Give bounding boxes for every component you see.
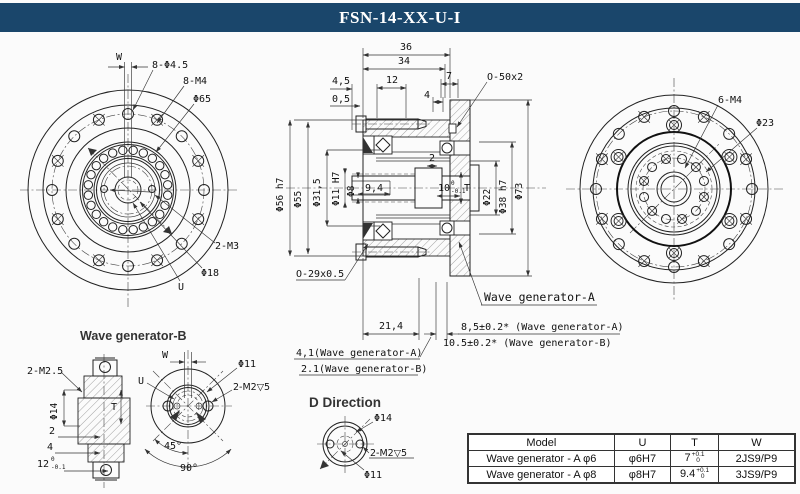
page-title: FSN-14-XX-U-I	[339, 7, 461, 27]
dim-front-2-m3: 2-M3	[215, 241, 239, 252]
dim-phi8: Φ8	[346, 185, 357, 197]
dim-wgb-u: U	[138, 376, 144, 387]
rear-view: 6-M4 Φ23	[566, 78, 784, 302]
cell-model-0: Wave generator - A φ6	[467, 450, 615, 467]
dim-wgb-phi14: Φ14	[49, 403, 60, 420]
dim-phi56h7: Φ56 h7	[275, 178, 286, 212]
dim-wgb-t: T	[111, 402, 117, 413]
dim-4: 4	[424, 90, 430, 101]
title-bar: FSN-14-XX-U-I	[0, 3, 800, 32]
section-view: 36 34 4,5 0,5 12 7 4 O-50x2 Φ56 h7 Φ55	[275, 42, 624, 376]
cell-model-1: Wave generator - A φ8	[467, 466, 615, 484]
d-direction-view: D Direction Φ14 2-M2▽5 Φ11	[309, 395, 414, 481]
label-wave-generator-a: Wave generator-A	[484, 290, 595, 304]
wgb-side-view: 2-M2.5 Φ14 T 2 4 12 0 -0.1	[27, 354, 131, 488]
dim-phi38h7: Φ38 h7	[498, 180, 509, 214]
rear-screws	[610, 117, 738, 261]
d-view-title: D Direction	[309, 395, 381, 410]
cell-u-1: φ8H7	[613, 466, 672, 484]
dim-phi22: Φ22	[482, 189, 493, 206]
dim-phi31-5: Φ31,5	[312, 178, 323, 207]
dim-front-8-phi45: 8-Φ4.5	[152, 60, 188, 71]
dim-d-phi14: Φ14	[374, 413, 392, 424]
dim-oring-29x05: O-29x0.5	[296, 269, 344, 280]
t-value-0: 7	[684, 452, 691, 465]
dim-phi11h7: Φ11 H7	[331, 172, 342, 206]
cell-u-0: φ6H7	[613, 450, 672, 467]
t-sup-0: +0.1	[691, 450, 705, 458]
col-header-u: U	[613, 433, 672, 451]
dim-wgb-2-m2-depth5: 2-M2▽5	[233, 382, 270, 393]
t-sup-1: +0.1	[696, 466, 710, 474]
dim-t: T	[464, 183, 470, 194]
dim-12: 12	[386, 75, 398, 86]
rear-inner-holes	[639, 154, 709, 224]
dim-4-5: 4,5	[332, 76, 350, 87]
dim-wgb-4: 4	[47, 442, 53, 453]
dim-front-u: U	[178, 282, 184, 293]
dim-wgb-2: 2	[49, 426, 55, 437]
dim-wgb-12-sub: -0.1	[51, 464, 66, 471]
dim-rear-6-m4: 6-M4	[718, 95, 742, 106]
spec-table: Model U T W Wave generator - A φ6 φ6H7 7…	[467, 433, 796, 484]
dim-9-4: 9,4	[365, 183, 383, 194]
spec-table-header-row: Model U T W	[467, 433, 796, 451]
dim-oring-50x2: O-50x2	[487, 72, 523, 83]
front-bearing-balls	[83, 145, 173, 235]
dim-phi73: Φ73	[514, 183, 525, 200]
col-header-w: W	[717, 433, 796, 451]
front-bolt-ring	[46, 108, 210, 272]
t-sub-0: 0	[696, 456, 700, 464]
dim-10-sub: -0.1	[451, 188, 466, 195]
col-header-t: T	[670, 433, 719, 451]
dim-wgb-12-sup: 0	[51, 456, 55, 463]
rear-bolt-ring	[590, 105, 758, 273]
dim-rear-phi23: Φ23	[756, 118, 774, 129]
t-value-1: 9.4	[679, 468, 696, 481]
dim-front-phi18: Φ18	[201, 268, 219, 279]
dim-front-phi65: Φ65	[193, 94, 211, 105]
dim-34: 34	[398, 56, 410, 67]
wgb-title: Wave generator-B	[80, 329, 187, 343]
wgb-view: Wave generator-B 2-M2.5 Φ14 T 2	[27, 329, 270, 488]
dim-10-sup: 0	[451, 180, 455, 187]
dim-wgb-phi11: Φ11	[238, 359, 256, 370]
note-len-wgb: 2.1(Wave generator-B)	[301, 364, 427, 375]
dim-front-8-m4: 8-M4	[183, 76, 207, 87]
dim-wgb-2-m25: 2-M2.5	[27, 366, 63, 377]
dim-phi55: Φ55	[293, 191, 304, 208]
dim-21-4: 21,4	[379, 321, 403, 332]
dim-front-w: W	[116, 52, 123, 63]
dim-wgb-45deg: 45°	[164, 441, 182, 452]
t-sub-1: 0	[700, 472, 705, 480]
note-len-wga: 4,1(Wave generator-A)	[296, 348, 422, 359]
dim-wgb-90deg: 90°	[180, 463, 198, 474]
dim-36: 36	[400, 42, 412, 53]
dim-10: 10	[438, 183, 450, 194]
wgb-front-view: W U Φ11 2-M2▽5 45° 90°	[138, 350, 270, 474]
cell-w-1: 3JS9/P9	[717, 466, 796, 484]
cell-w-0: 2JS9/P9	[717, 450, 796, 467]
dim-7: 7	[446, 71, 452, 82]
dim-wgb-w: W	[162, 350, 169, 361]
note-h-wgb: 10.5±0.2* (Wave generator-B)	[443, 338, 612, 349]
front-view: W 8-Φ4.5 8-M4 Φ65 2-M3 Φ18 U	[20, 52, 239, 308]
dim-0-5: 0,5	[332, 94, 350, 105]
col-header-model: Model	[467, 433, 615, 451]
dim-d-phi11: Φ11	[364, 470, 382, 481]
dim-d-2-m2-depth5: 2-M2▽5	[370, 448, 407, 459]
dim-wgb-12: 12	[37, 459, 49, 470]
dim-2: 2	[429, 153, 435, 164]
note-h-wga: 8,5±0.2* (Wave generator-A)	[461, 322, 624, 333]
